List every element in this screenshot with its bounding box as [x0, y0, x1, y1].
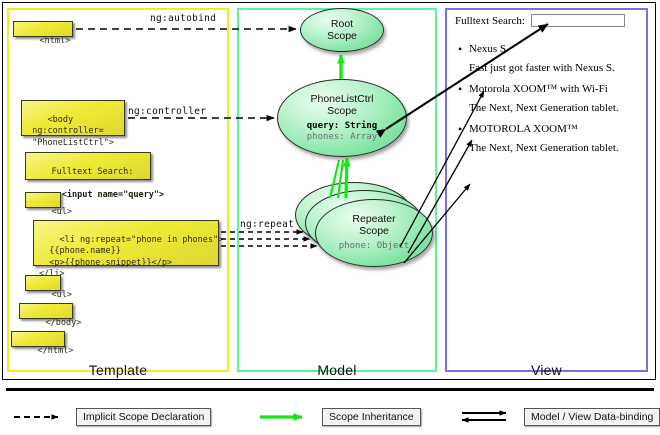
view-search-input[interactable] — [530, 14, 625, 27]
code-text: </body> — [45, 318, 82, 329]
code-text: <ul> — [51, 207, 72, 218]
code-box-body-close: </body> — [19, 303, 81, 328]
code-box-ul-open: <ul> — [25, 192, 72, 217]
legend-arrow-green-icon — [260, 413, 303, 421]
scope-properties: phone: Object — [316, 241, 432, 252]
code-text: <ul> — [51, 290, 72, 301]
scope-phonelistctrl: PhoneListCtrl Scope query: String phones… — [277, 79, 407, 157]
phone-name: Nexus S — [455, 42, 640, 57]
phone-name: MOTOROLA XOOM™ — [455, 122, 640, 137]
scope-prop-phone: phone: Object — [338, 241, 410, 252]
code-box-fulltext-search: Fulltext Search: <input name="query"> — [25, 152, 164, 200]
legend-arrow-dashed-icon — [14, 414, 59, 420]
list-item: Motorola XOOM™ with Wi-Fi The Next, Next… — [455, 82, 640, 114]
code-box-body-open: <body ng:controller= "PhoneListCtrl"> — [21, 100, 125, 148]
view-search-label: Fulltext Search: — [455, 14, 525, 27]
scope-properties: query: String phones: Array — [278, 121, 406, 144]
scope-title: Root Scope — [327, 18, 357, 43]
column-label-template: Template — [88, 362, 148, 378]
connector-label-repeat: ng:repeat — [240, 219, 295, 230]
phone-snippet: The Next, Next Generation tablet. — [469, 142, 619, 154]
legend-label: Model / View Data-binding — [524, 408, 660, 426]
connector-label-controller: ng:controller — [128, 106, 207, 117]
scope-repeater: Repeater Scope phone: Object — [315, 199, 433, 267]
scope-root: Root Scope — [300, 8, 384, 52]
legend: Implicit Scope Declaration Scope Inherit… — [0, 388, 660, 435]
code-text: <body ng:controller= "PhoneListCtrl"> — [32, 115, 114, 148]
phone-snippet: The Next, Next Generation tablet. — [469, 102, 619, 114]
legend-label: Scope Inheritance — [322, 408, 421, 426]
list-item: MOTOROLA XOOM™ The Next, Next Generation… — [455, 122, 640, 154]
view-phone-list: Nexus S Fast just got faster with Nexus … — [455, 42, 640, 154]
legend-label: Implicit Scope Declaration — [76, 408, 212, 426]
code-text: </html> — [37, 346, 74, 357]
legend-item-implicit: Implicit Scope Declaration — [12, 408, 212, 426]
search-label-text: Fulltext Search: — [51, 167, 134, 178]
legend-item-databinding: Model / View Data-binding — [460, 408, 660, 426]
column-label-view: View — [531, 362, 562, 378]
code-box-ul-close: <ul> — [25, 275, 72, 300]
connector-label-autobind: ng:autobind — [150, 13, 217, 24]
legend-item-inheritance: Scope Inheritance — [258, 408, 421, 426]
view-search-row: Fulltext Search: — [455, 14, 640, 27]
code-text: <li ng:repeat="phone in phones"> {{phone… — [39, 235, 224, 279]
search-input-markup: <input name="query"> — [61, 189, 165, 200]
scope-title: Repeater Scope — [352, 213, 396, 238]
code-box-html-close: </html> — [11, 331, 73, 356]
code-box-html-open: <html> — [13, 21, 73, 46]
scope-title: PhoneListCtrl Scope — [310, 93, 374, 118]
code-box-li-repeat: <li ng:repeat="phone in phones"> {{phone… — [33, 220, 223, 279]
legend-arrow-double-icon — [461, 410, 507, 423]
phone-name: Motorola XOOM™ with Wi-Fi — [455, 82, 640, 97]
phone-snippet: Fast just got faster with Nexus S. — [469, 62, 615, 74]
scope-prop-query: query: String — [306, 121, 378, 132]
code-text: <html> — [39, 36, 71, 47]
list-item: Nexus S Fast just got faster with Nexus … — [455, 42, 640, 74]
legend-divider — [6, 388, 654, 391]
view-content: Fulltext Search: Nexus S Fast just got f… — [455, 14, 640, 154]
scope-prop-phones: phones: Array — [306, 132, 378, 143]
column-label-model: Model — [317, 362, 357, 378]
